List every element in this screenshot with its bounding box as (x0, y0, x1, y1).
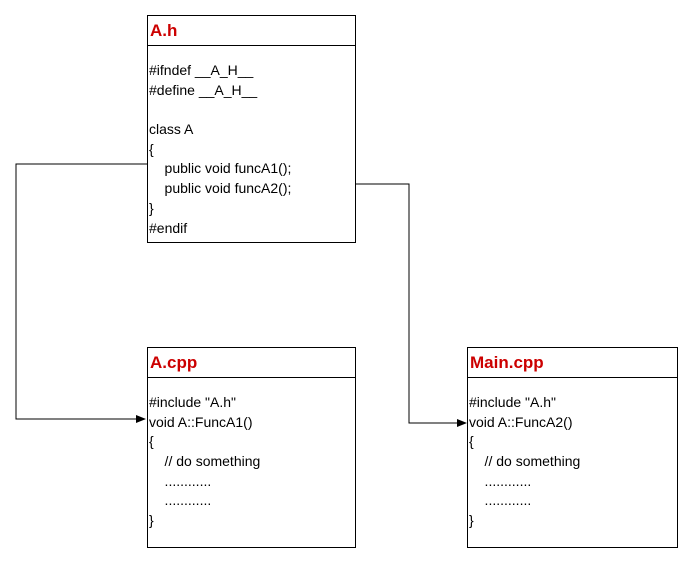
code-line: // do something (149, 453, 261, 470)
code-line: } (469, 512, 474, 529)
code-line: } (149, 512, 154, 529)
code-line: ............ (469, 492, 532, 509)
code-line: class A (149, 121, 194, 138)
a-cpp-box: A.cpp #include "A.h"void A::FuncA1(){ //… (147, 347, 356, 548)
a-cpp-code: #include "A.h"void A::FuncA1(){ // do so… (148, 378, 355, 531)
main-cpp-title: Main.cpp (468, 348, 677, 378)
code-line: { (149, 140, 154, 157)
code-line: // do something (469, 453, 581, 470)
code-line: ............ (149, 472, 212, 489)
code-line: void A::FuncA2() (469, 413, 573, 430)
main-cpp-code: #include "A.h"void A::FuncA2(){ // do so… (468, 378, 677, 531)
code-line: #endif (149, 219, 188, 236)
code-line: #define __A_H__ (149, 81, 258, 98)
code-line: ............ (149, 492, 212, 509)
code-line: ............ (469, 472, 532, 489)
a-h-box: A.h #ifndef __A_H__ #define __A_H__class … (147, 15, 356, 243)
code-line (149, 100, 355, 120)
code-line: public void funcA2(); (149, 180, 292, 197)
arrow-a-h-to-main-cpp (355, 183, 467, 427)
code-line: public void funcA1(); (149, 160, 292, 177)
code-line: #ifndef __A_H__ (149, 62, 254, 78)
a-h-title: A.h (148, 16, 355, 46)
code-line: #include "A.h" (149, 394, 236, 410)
code-line: #include "A.h" (469, 394, 556, 410)
a-h-code: #ifndef __A_H__ #define __A_H__class A { p… (148, 46, 355, 238)
code-line: { (149, 433, 154, 450)
code-line: } (149, 199, 154, 216)
main-cpp-box: Main.cpp #include "A.h"void A::FuncA2(){… (467, 347, 678, 548)
code-line: { (469, 433, 474, 450)
a-cpp-title: A.cpp (148, 348, 355, 378)
arrow-a-h-to-a-cpp (15, 163, 147, 423)
code-line: void A::FuncA1() (149, 413, 253, 430)
